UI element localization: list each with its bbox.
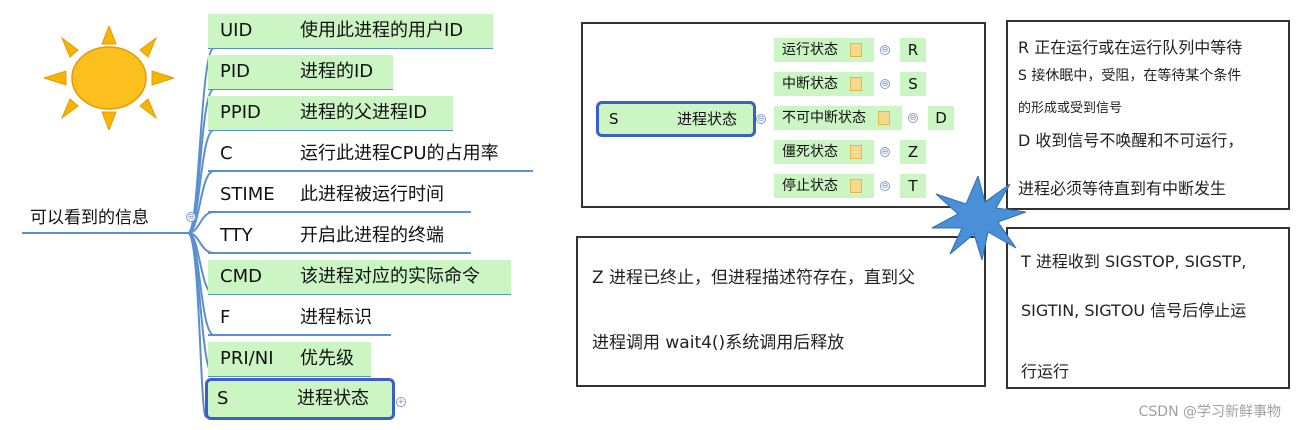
note-line: S 接休眠中，受阻，在等待某个条件 [1018,68,1242,84]
state-code[interactable]: R [900,38,926,62]
note-rsd [1006,20,1290,210]
attribute-node[interactable]: F 进程标识 [208,301,391,335]
state-code[interactable]: D [928,106,954,130]
note-icon[interactable] [850,43,862,57]
note-line: T 进程收到 SIGSTOP, SIGSTP, [1021,252,1247,271]
attribute-node[interactable]: C 运行此进程CPU的占用率 [208,137,533,171]
state-code[interactable]: Z [900,140,926,164]
collapse-icon[interactable]: ⊖ [880,181,890,191]
note-z [576,236,986,387]
attribute-desc: 优先级 [300,348,354,369]
starburst-icon [931,176,1026,260]
attribute-key: S [217,388,229,409]
note-line: D 收到信号不唤醒和不可运行， [1018,131,1244,150]
attribute-desc: 运行此进程CPU的占用率 [300,143,499,164]
state-label: 不可中断状态 [782,110,866,126]
state-node[interactable]: 运行状态 [774,38,874,62]
expand-icon[interactable]: + [396,397,406,407]
attribute-key: UID [220,20,253,41]
state-node[interactable]: 中断状态 [774,72,874,96]
state-node[interactable]: 停止状态 [774,174,874,198]
collapse-icon[interactable]: ⊖ [908,113,918,123]
state-center-key: S [609,110,619,128]
note-icon[interactable] [878,111,890,125]
state-node[interactable]: 不可中断状态 [774,106,902,130]
note-t [1006,227,1290,389]
state-center-node[interactable]: S 进程状态 [596,101,756,137]
attribute-node[interactable]: CMD 该进程对应的实际命令 [208,260,511,294]
state-code[interactable]: S [900,72,926,96]
note-icon[interactable] [850,145,862,159]
attribute-key: PID [220,61,251,82]
note-line: SIGTIN, SIGTOU 信号后停止运 [1021,301,1247,320]
attribute-key: TTY [220,225,253,246]
attribute-desc: 进程的父进程ID [300,102,428,123]
attribute-node[interactable]: STIME 此进程被运行时间 [208,178,471,212]
attribute-key: PRI/NI [220,348,274,369]
attribute-node[interactable]: TTY 开启此进程的终端 [208,219,471,253]
collapse-icon[interactable]: ⊖ [756,114,766,124]
note-icon[interactable] [850,179,862,193]
attribute-desc: 进程标识 [300,307,372,328]
attribute-desc: 进程的ID [300,61,374,82]
attribute-desc: 进程状态 [297,388,369,409]
note-line: 进程调用 wait4()系统调用后释放 [592,333,845,353]
collapse-icon[interactable]: ⊖ [880,147,890,157]
attribute-node[interactable]: UID 使用此进程的用户ID [208,14,493,48]
attribute-node[interactable]: PPID 进程的父进程ID [208,96,453,130]
sun-icon [44,26,174,130]
root-node[interactable]: 可以看到的信息 [30,203,149,228]
attribute-key: F [220,307,231,328]
attribute-key: C [220,143,233,164]
attribute-desc: 使用此进程的用户ID [300,20,464,41]
attribute-node[interactable]: S 进程状态 [205,378,395,420]
state-label: 僵死状态 [782,144,838,160]
attribute-node[interactable]: PID 进程的ID [208,55,393,89]
state-center-desc: 进程状态 [677,110,738,128]
attribute-desc: 该进程对应的实际命令 [300,266,480,287]
attribute-key: PPID [220,102,261,123]
collapse-icon[interactable]: ⊖ [880,79,890,89]
note-line: Z 进程已终止，但进程描述符存在，直到父 [592,268,916,288]
note-line: 进程必须等待直到有中断发生 [1018,179,1227,198]
state-label: 中断状态 [782,76,838,92]
attribute-desc: 开启此进程的终端 [300,225,444,246]
watermark: CSDN @学习新鲜事物 [1138,404,1281,420]
attribute-key: CMD [220,266,262,287]
state-label: 运行状态 [782,42,838,58]
attribute-node[interactable]: PRI/NI 优先级 [208,342,371,376]
attribute-key: STIME [220,184,275,205]
state-code[interactable]: T [900,174,926,198]
note-line: 行运行 [1021,362,1070,381]
root-label: 可以看到的信息 [30,208,149,228]
note-line: 的形成或受到信号 [1018,101,1123,116]
note-line: R 正在运行或在运行队列中等待 [1018,38,1243,57]
collapse-icon[interactable]: ⊖ [186,212,196,222]
attribute-desc: 此进程被运行时间 [300,184,444,205]
collapse-icon[interactable]: ⊖ [880,45,890,55]
state-label: 停止状态 [782,178,838,194]
note-icon[interactable] [850,77,862,91]
